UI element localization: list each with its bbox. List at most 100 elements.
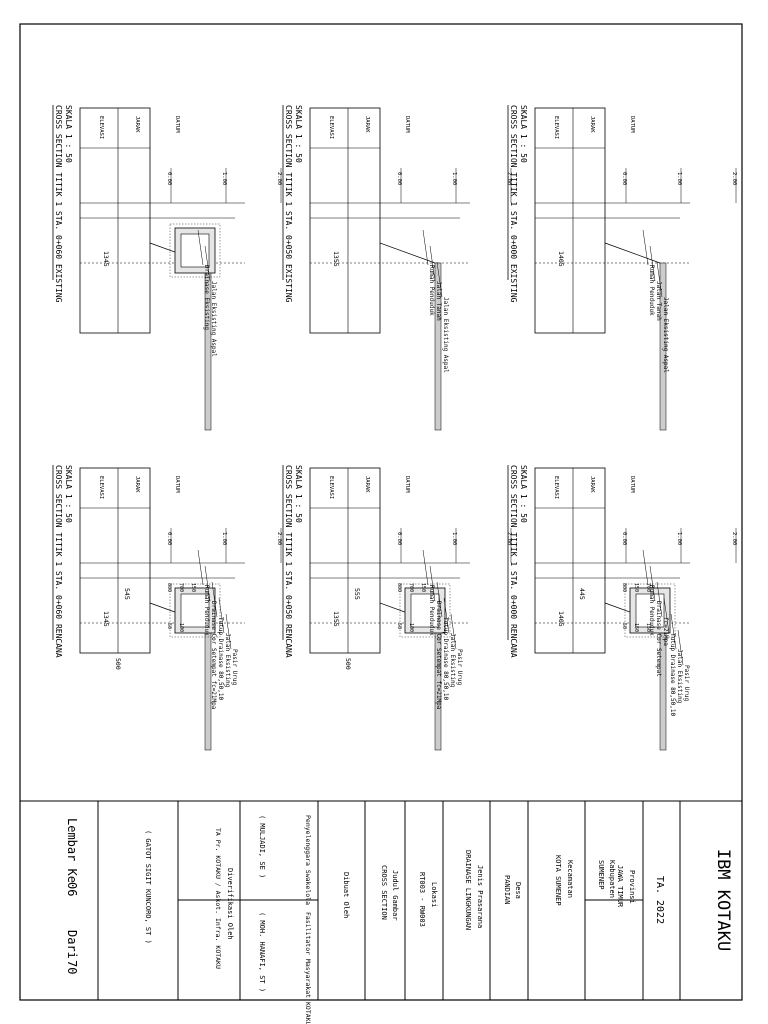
section-title: CROSS SECTION TITIK 1 STA. 0+000 RENCANA	[509, 465, 518, 658]
leader-line	[422, 549, 429, 586]
scale-tick: 2.00	[276, 532, 282, 545]
scale-tick: 1.00	[451, 532, 457, 545]
section-scale: SKALA 1 : 50	[64, 105, 73, 163]
cross-section-5: CROSS SECTION TITIK 1 STA. 0+050 RENCANA…	[282, 465, 512, 751]
scale-tick: 2.00	[506, 172, 512, 185]
scale-tick: 0.00	[166, 172, 172, 185]
callout-label: Rumah Penduduk	[203, 585, 210, 636]
project-year: TA. 2022	[654, 876, 665, 924]
section-scale: SKALA 1 : 50	[519, 465, 528, 523]
leader-line	[649, 565, 656, 602]
dimension-label: 150	[190, 583, 196, 592]
judul-gambar-value: CROSS SECTION	[380, 865, 388, 920]
elevation-value-3: 500	[344, 658, 352, 670]
elevation-value-3: 500	[114, 658, 122, 670]
elevation-value: 1345	[102, 611, 110, 627]
leader-line	[211, 581, 218, 618]
desa-value: PANDIAN	[503, 875, 511, 905]
section-table	[534, 107, 606, 334]
road-layer	[434, 262, 442, 431]
elevation-value-2: 545	[123, 588, 131, 600]
section-title: CROSS SECTION TITIK 1 STA. 0+050 RENCANA	[284, 465, 293, 658]
callout-label: Pasir Urug	[456, 649, 463, 686]
row-label-elevasi: ELEVASI	[553, 476, 559, 499]
callout-label: Jalan Eksisting	[676, 649, 683, 704]
section-title: CROSS SECTION TITIK 1 STA. 0+050 EXISTIN…	[284, 105, 293, 303]
section-table	[534, 467, 606, 654]
callout-label: Pasir Urug	[683, 665, 690, 702]
section-scale: SKALA 1 : 50	[294, 105, 303, 163]
row-label-jarak: JARAK	[134, 116, 140, 133]
leader-line	[663, 597, 670, 634]
scale-tick: 0.00	[396, 172, 402, 185]
sand-bedding	[399, 583, 451, 638]
row-label-elevasi: ELEVASI	[98, 116, 104, 139]
section-table	[79, 107, 151, 334]
dimension-label: 150	[420, 583, 426, 592]
row-label-datum: DATUM	[629, 116, 635, 133]
section-title: CROSS SECTION TITIK 1 STA. 0+060 RENCANA	[54, 465, 63, 658]
row-label-datum: DATUM	[404, 476, 410, 493]
penyelenggara-name: ( MULJADI, SE )	[258, 815, 266, 878]
project-name: IBM KOTAKU	[713, 849, 733, 951]
section-scale: SKALA 1 : 50	[294, 465, 303, 523]
kecamatan-label: Kecamatan	[566, 860, 574, 898]
leader-line	[422, 229, 429, 266]
scale-tick: 2.00	[731, 172, 737, 185]
scale-tick: 0.00	[621, 532, 627, 545]
leader-line	[197, 549, 204, 586]
leader-line	[429, 565, 436, 602]
desa-label: Desa	[514, 882, 522, 899]
kecamatan-value: KOTA SUMENEP	[554, 855, 562, 906]
drainage-inner	[180, 593, 210, 628]
dimension-label: 100	[178, 623, 184, 632]
scale-tick: 1.00	[676, 172, 682, 185]
row-label-elevasi: ELEVASI	[328, 116, 334, 139]
dimension-label: 50	[166, 623, 172, 629]
leader-line	[677, 629, 684, 666]
diverifikasi-label: Diverifikasi Oleh	[226, 868, 234, 940]
callout-label: Rumah Penduduk	[428, 585, 435, 636]
leader-line	[436, 581, 443, 618]
kabupaten-label: Kabupaten	[608, 860, 616, 898]
dimension-label: 800	[621, 583, 627, 592]
cross-section-1: CROSS SECTION TITIK 1 STA. 0+000 EXISTIN…	[507, 105, 737, 431]
leader-line	[642, 549, 649, 586]
section-title: CROSS SECTION TITIK 1 STA. 0+060 EXISTIN…	[54, 105, 63, 303]
section-table	[309, 467, 381, 654]
section-scale: SKALA 1 : 50	[519, 105, 528, 163]
row-label-jarak: JARAK	[364, 116, 370, 133]
callout-label: Drainase Cor Setempat fc=21Mpa	[435, 601, 442, 710]
lembar-value: 06	[65, 882, 79, 896]
title-block: IBM KOTAKU TA. 2022 Provinsi JAWA TIMUR …	[19, 800, 743, 1024]
leader-line	[197, 229, 204, 266]
sand-bedding	[169, 583, 221, 638]
jenis-prasarana-label: Jenis Prasarana	[476, 865, 484, 928]
callout-label: Rumah Penduduk	[428, 265, 435, 316]
cross-section-3: CROSS SECTION TITIK 1 STA. 0+060 EXISTIN…	[52, 105, 282, 431]
dimension-label: 700	[178, 583, 184, 592]
leader-line	[443, 597, 450, 634]
dimension-label: 100	[408, 623, 414, 632]
row-label-datum: DATUM	[174, 476, 180, 493]
elevation-value: 1355	[332, 611, 340, 627]
lokasi-label: Lokasi	[430, 882, 438, 907]
dimension-label: 700	[645, 583, 651, 592]
fasilitator-label: Fasilitator Masyarakat KOTAKU	[304, 912, 312, 1024]
dimension-label: 150	[633, 623, 639, 632]
fasilitator-name: ( MOH. HANAFI, ST )	[258, 912, 266, 992]
callout-label: Rumah Penduduk	[648, 265, 655, 316]
lembar-label: Lembar Ke	[65, 818, 79, 883]
callout-label: Drainase Cor Setempat	[655, 601, 662, 677]
kabupaten-value: SUMENEP	[597, 860, 605, 890]
cross-section-6: CROSS SECTION TITIK 1 STA. 0+060 RENCANA…	[52, 465, 282, 751]
scale-tick: 2.00	[506, 532, 512, 545]
scale-tick: 0.00	[396, 532, 402, 545]
row-label-datum: DATUM	[629, 476, 635, 493]
scale-tick: 1.00	[221, 172, 227, 185]
judul-gambar-label: Judul Gambar	[391, 870, 399, 921]
row-label-datum: DATUM	[174, 116, 180, 133]
dimension-label: 50	[396, 623, 402, 629]
elevation-value: 1355	[332, 251, 340, 267]
